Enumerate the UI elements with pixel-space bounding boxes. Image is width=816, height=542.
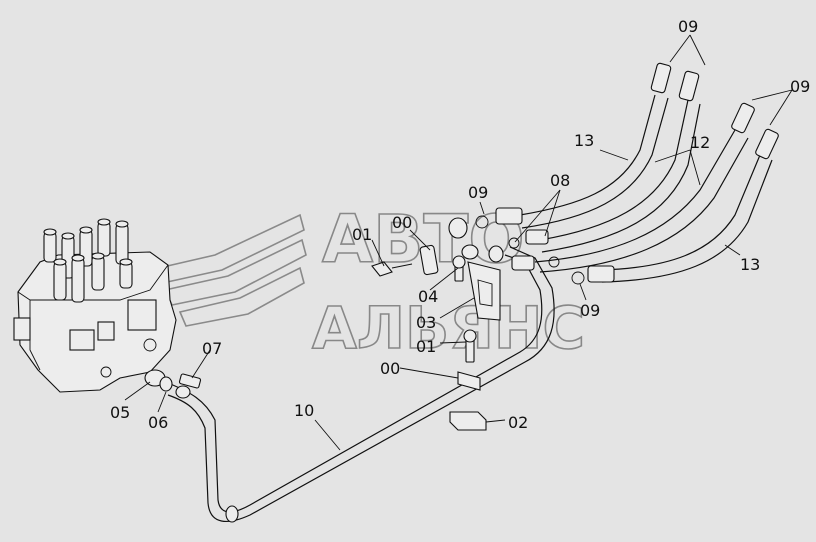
control-valve	[13, 218, 177, 393]
callout-12: 12	[690, 133, 710, 152]
adaptor-fittings	[448, 207, 615, 285]
callout-09-top: 09	[678, 17, 698, 36]
valve-fittings	[144, 369, 202, 399]
pipe-end	[225, 505, 239, 523]
callout-00-upper: 00	[392, 213, 412, 232]
callout-09-lower: 09	[580, 301, 600, 320]
callout-labels: 09 09 13 12 13 09 08 09 00 01 04 03 01 0…	[110, 17, 810, 432]
callout-00-lower: 00	[380, 359, 400, 378]
callout-03: 03	[416, 313, 436, 332]
callout-01-upper: 01	[352, 225, 372, 244]
callout-09-right: 09	[790, 77, 810, 96]
callout-13-upper: 13	[574, 131, 594, 150]
callout-04: 04	[418, 287, 438, 306]
callout-08: 08	[550, 171, 570, 190]
callout-05: 05	[110, 403, 130, 422]
callout-09-mid: 09	[468, 183, 488, 202]
callout-02: 02	[508, 413, 528, 432]
pipe-10	[167, 246, 555, 523]
valve-spools	[43, 218, 133, 303]
leader-lines	[124, 34, 793, 451]
bracket-assembly	[371, 244, 501, 431]
watermark-line2: АЛЬЯНС	[312, 294, 585, 362]
callout-01-lower: 01	[416, 337, 436, 356]
callout-10: 10	[294, 401, 314, 420]
callout-07: 07	[202, 339, 222, 358]
chevron-stripes	[148, 213, 307, 327]
callout-13-lower: 13	[740, 255, 760, 274]
callout-06: 06	[148, 413, 168, 432]
